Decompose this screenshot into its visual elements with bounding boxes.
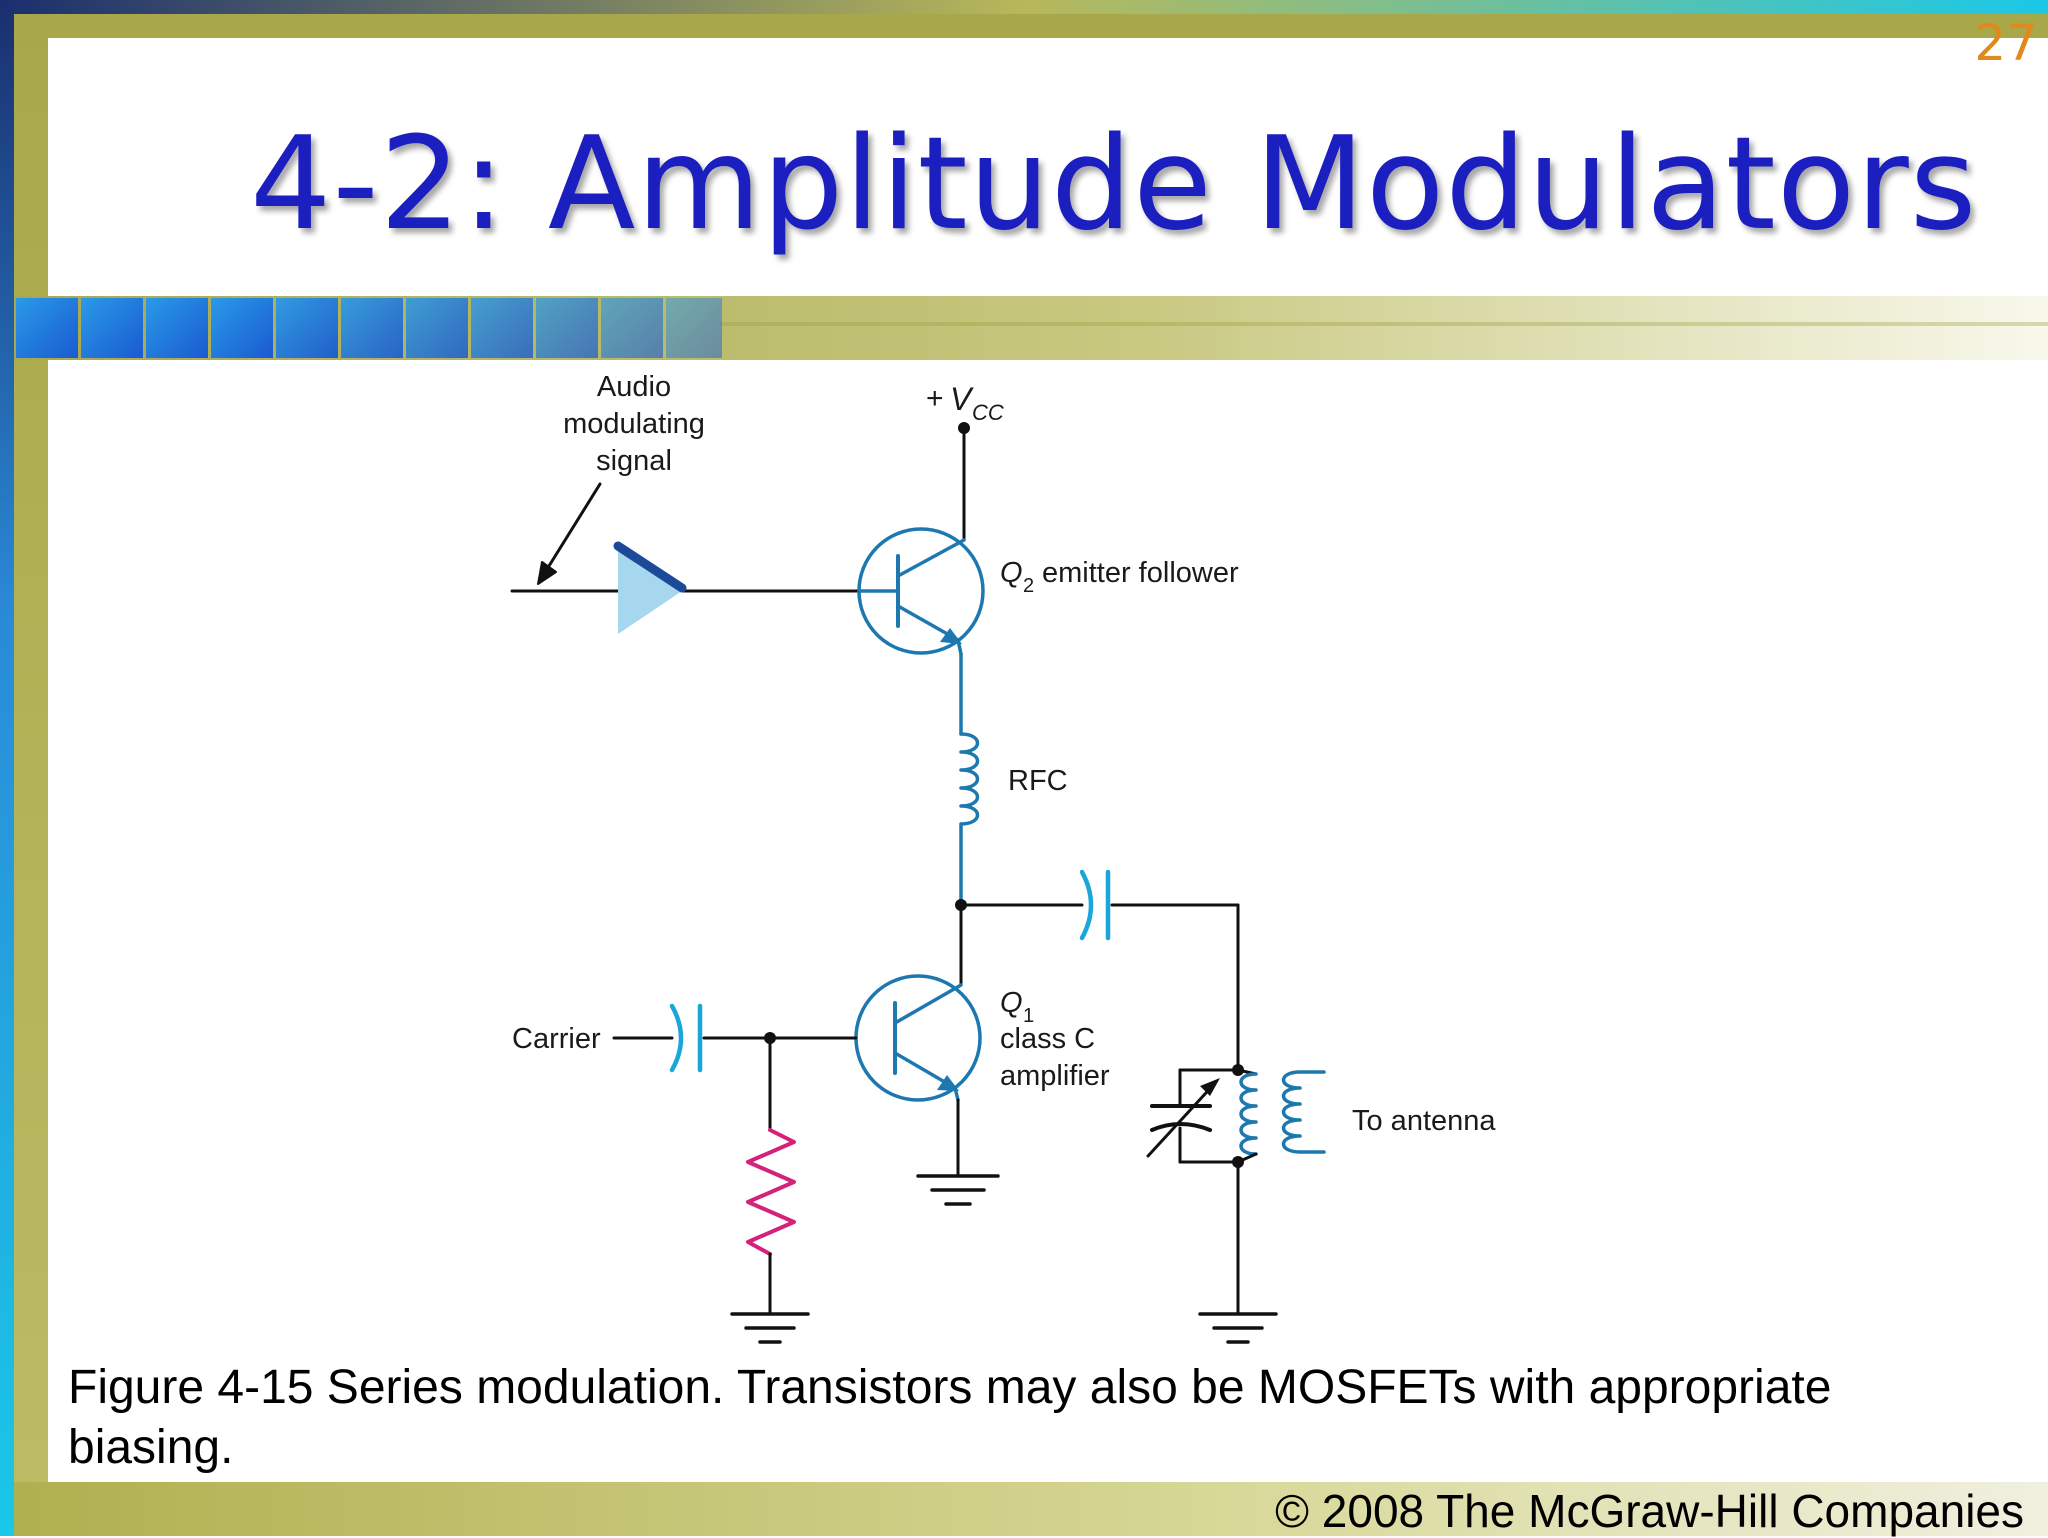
- q2-transistor-icon: [857, 527, 985, 736]
- carrier-input-wire: [612, 1032, 858, 1132]
- resistor-ground-icon: [730, 1312, 810, 1344]
- figure-caption: Figure 4-15 Series modulation. Transisto…: [68, 1361, 1832, 1474]
- output-capacitor-icon: [1079, 869, 1111, 941]
- audio-signal-arrow: [537, 482, 602, 585]
- vcc-label-symbol: V: [950, 381, 974, 417]
- slide-title: 4-2: Amplitude Modulators: [250, 110, 1978, 259]
- tank-circuit-wire: [1178, 1064, 1244, 1314]
- output-coupling-wire: [955, 899, 1240, 1072]
- q2-label-symbol: Q: [1000, 557, 1023, 589]
- vcc-supply: [958, 422, 970, 542]
- antenna-label: To antenna: [1352, 1105, 1496, 1137]
- rfc-label: RFC: [1008, 765, 1068, 797]
- bias-resistor-icon: [746, 1128, 796, 1314]
- q1-label-subscript: 1: [1023, 1005, 1034, 1027]
- q1-label-line-1: class C: [1000, 1023, 1095, 1055]
- antenna-coil-icon: [1281, 1070, 1326, 1154]
- audio-label-line-1: Audio: [597, 371, 671, 403]
- q1-label-symbol: Q: [1000, 987, 1023, 1019]
- slide-number: 27: [1974, 14, 2038, 72]
- tank-ground-icon: [1198, 1312, 1278, 1344]
- q1-transistor-icon: [854, 903, 982, 1176]
- decorative-squares: [16, 298, 722, 358]
- q1-ground-icon: [916, 1174, 1000, 1206]
- copyright-notice: © 2008 The McGraw-Hill Companies: [1275, 1485, 2024, 1537]
- vcc-label: + V CC: [926, 381, 1004, 425]
- vcc-label-subscript: CC: [972, 400, 1004, 425]
- carrier-label: Carrier: [512, 1023, 601, 1055]
- q2-label: Q 2 emitter follower: [1000, 557, 1239, 597]
- audio-label-line-3: signal: [596, 445, 672, 477]
- audio-label: Audio modulating signal: [563, 371, 705, 477]
- audio-amplifier-icon: [613, 541, 687, 634]
- tank-coil-icon: [1236, 1068, 1258, 1164]
- q1-label-line-2: amplifier: [1000, 1060, 1110, 1092]
- q2-label-description: emitter follower: [1042, 557, 1239, 589]
- q2-label-subscript: 2: [1023, 575, 1034, 597]
- rfc-inductor-icon: [959, 732, 980, 907]
- carrier-capacitor-icon: [669, 1003, 703, 1073]
- variable-capacitor-icon: [1146, 1078, 1220, 1158]
- vcc-label-prefix: +: [926, 382, 944, 415]
- audio-label-line-2: modulating: [563, 408, 705, 440]
- q1-label: Q 1 class C amplifier: [1000, 987, 1110, 1092]
